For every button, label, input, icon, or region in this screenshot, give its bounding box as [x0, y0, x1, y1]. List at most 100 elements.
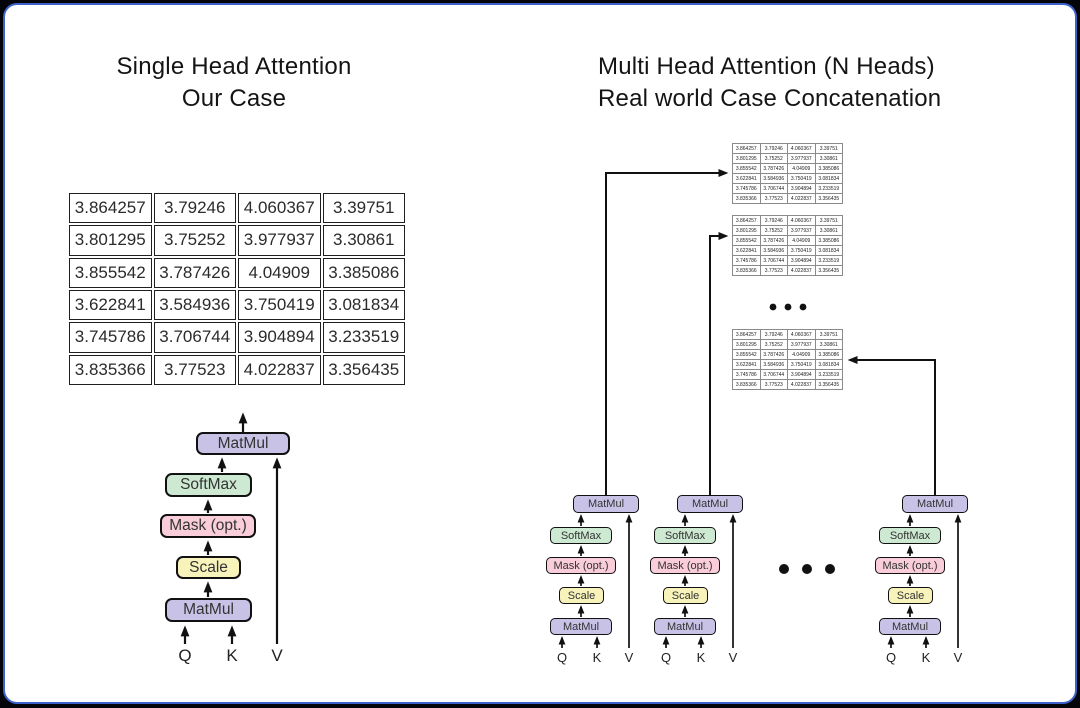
matrix-cell: 3.977937 — [787, 153, 816, 164]
matrix-cell: 3.77523 — [759, 265, 788, 276]
q-label: Q — [178, 646, 192, 665]
matrix-cell: 3.622841 — [69, 289, 152, 321]
ellipsis-dot — [769, 303, 777, 311]
ellipsis-dot — [799, 303, 807, 311]
matrix-cell: 3.77523 — [759, 193, 788, 204]
head-attention-diagram-n: MatMul SoftMax Mask (opt.) Scale MatMul … — [850, 490, 970, 675]
matrix-cell: 3.385086 — [322, 257, 405, 288]
matmul-top-box: MatMul — [573, 495, 639, 513]
matrix-cell: 3.233519 — [814, 183, 843, 194]
matrix-cell: 3.39751 — [814, 329, 843, 340]
tables-ellipsis — [769, 303, 807, 311]
matrix-cell: 3.706744 — [759, 183, 788, 194]
scale-box: Scale — [176, 556, 241, 579]
matrix-cell: 3.356435 — [814, 193, 843, 204]
k-label: K — [226, 646, 238, 665]
matrix-cell: 3.835366 — [732, 193, 761, 204]
mask-box: Mask (opt.) — [650, 557, 720, 574]
matrix-cell: 3.39751 — [322, 193, 405, 224]
q-label: Q — [660, 650, 672, 665]
softmax-box: SoftMax — [879, 527, 941, 544]
heads-ellipsis — [779, 564, 835, 574]
slide-card: Single Head Attention Our Case Multi Hea… — [3, 3, 1077, 704]
scale-box: Scale — [888, 587, 933, 604]
matrix-cell: 3.30861 — [814, 225, 843, 236]
left-title-line2: Our Case — [181, 85, 287, 112]
matrix-cell: 4.022837 — [787, 265, 816, 276]
matrix-cell: 3.79246 — [759, 215, 788, 226]
matrix-cell: 3.584936 — [153, 289, 236, 321]
matrix-cell: 3.385086 — [814, 163, 843, 174]
mask-box: Mask (opt.) — [160, 514, 256, 538]
matrix-cell: 3.75252 — [759, 153, 788, 164]
softmax-box: SoftMax — [654, 527, 716, 544]
matrix-cell: 4.060367 — [787, 329, 816, 340]
matmul-bottom-box: MatMul — [879, 618, 941, 635]
matrix-cell: 3.356435 — [322, 354, 405, 385]
matrix-cell: 3.081834 — [814, 173, 843, 184]
matrix-cell: 3.750419 — [787, 245, 816, 256]
matrix-cell: 3.233519 — [814, 255, 843, 266]
matrix-cell: 4.022837 — [787, 193, 816, 204]
matrix-cell: 3.081834 — [814, 359, 843, 370]
q-label: Q — [885, 650, 897, 665]
matrix-cell: 3.706744 — [759, 369, 788, 380]
v-label: V — [953, 650, 963, 665]
head-attention-diagram-1: MatMul SoftMax Mask (opt.) Scale MatMul … — [521, 490, 641, 675]
matrix-cell: 4.04909 — [787, 235, 816, 246]
matrix-cell: 3.081834 — [814, 245, 843, 256]
matrix-cell: 3.233519 — [814, 369, 843, 380]
v-label: V — [624, 650, 634, 665]
matrix-cell: 3.75252 — [759, 339, 788, 350]
matrix-cell: 3.584936 — [759, 245, 788, 256]
ellipsis-dot — [779, 564, 789, 574]
matrix-cell: 3.855542 — [69, 257, 152, 288]
matrix-cell: 3.233519 — [322, 322, 405, 353]
matrix-cell: 3.356435 — [814, 379, 843, 390]
matrix-cell: 3.864257 — [732, 143, 761, 154]
left-title-line1: Single Head Attention — [116, 53, 352, 80]
matrix-cell: 3.787426 — [759, 349, 788, 360]
matrix-cell: 4.04909 — [787, 163, 816, 174]
matrix-cell: 3.39751 — [814, 143, 843, 154]
matrix-cell: 3.801295 — [69, 225, 152, 256]
matrix-cell: 3.855542 — [732, 163, 761, 174]
matrix-cell: 3.745786 — [69, 322, 152, 353]
matrix-cell: 3.745786 — [732, 369, 761, 380]
matrix-cell: 3.622841 — [732, 173, 761, 184]
matrix-cell: 3.39751 — [814, 215, 843, 226]
matrix-cell: 3.855542 — [732, 235, 761, 246]
matrix-cell: 3.622841 — [732, 245, 761, 256]
matrix-cell: 3.787426 — [153, 257, 236, 288]
matrix-cell: 3.30861 — [322, 225, 405, 256]
matrix-cell: 3.79246 — [759, 329, 788, 340]
matrix-cell: 3.706744 — [759, 255, 788, 266]
matrix-cell: 3.79246 — [759, 143, 788, 154]
matrix-cell: 3.584936 — [759, 359, 788, 370]
matrix-cell: 3.745786 — [732, 183, 761, 194]
matrix-cell: 3.750419 — [787, 359, 816, 370]
matrix-cell: 3.787426 — [759, 163, 788, 174]
mask-box: Mask (opt.) — [875, 557, 945, 574]
q-label: Q — [556, 650, 568, 665]
head2-to-table2-connector — [709, 232, 729, 495]
mask-box: Mask (opt.) — [546, 557, 616, 574]
matrix-cell: 3.801295 — [732, 339, 761, 350]
